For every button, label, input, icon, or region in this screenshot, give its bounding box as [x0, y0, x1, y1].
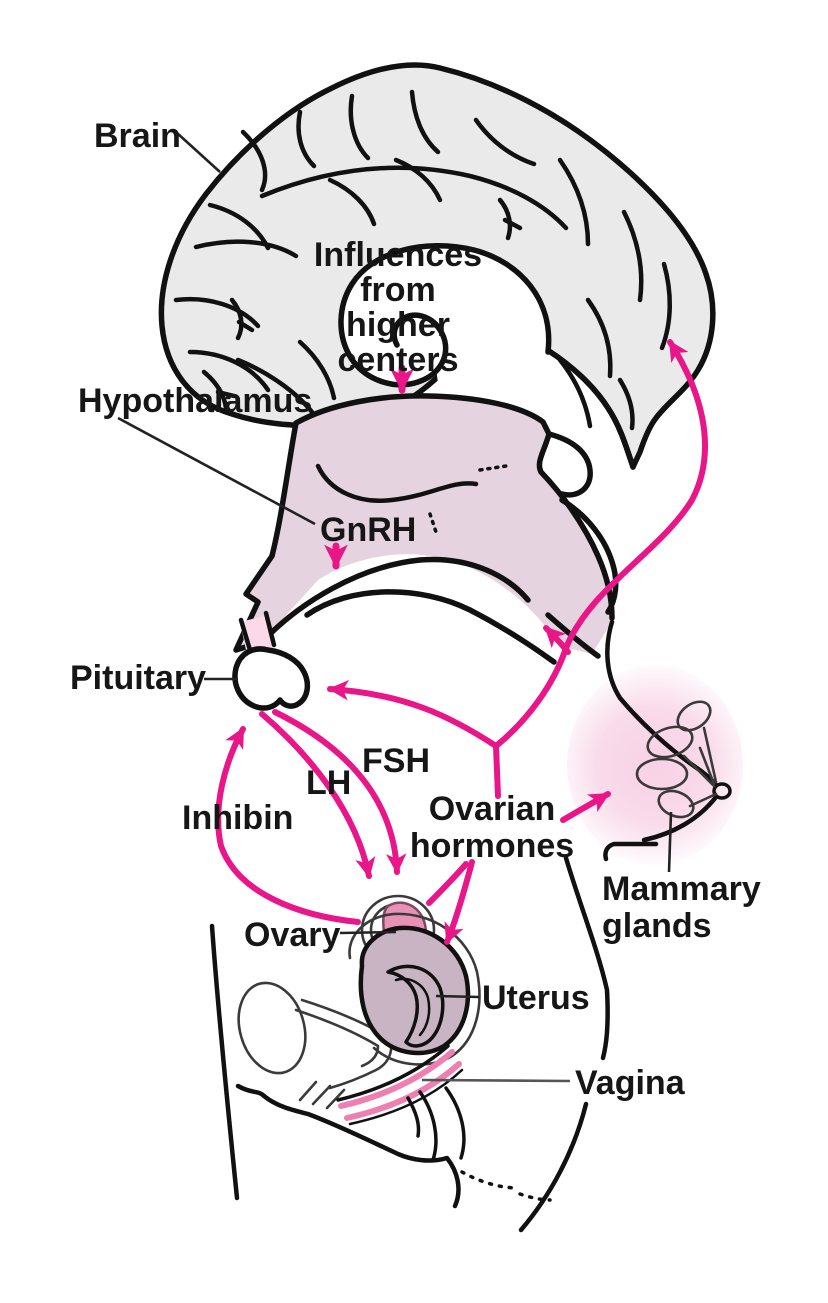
brain-leader [176, 132, 221, 173]
uterus-label: Uterus [482, 979, 590, 1017]
mammary-lobules [635, 700, 718, 819]
lh-arrow [259, 711, 376, 879]
bladder-fold-sketch [294, 998, 393, 1090]
inhibin-arrow [215, 726, 361, 925]
mammary-glands-line-1: Mammary [602, 870, 761, 908]
ovarian-to-mammary-arrow [560, 791, 611, 823]
uterus-cavity-inner-line [394, 977, 431, 1037]
pituitary-gland [232, 646, 311, 711]
pituitary-label: Pituitary [70, 659, 206, 697]
breast-lower-contour [641, 794, 719, 843]
ovarian-to-hypothalamus-arrow [543, 625, 571, 655]
belly-contour [563, 855, 610, 1061]
hypothalamus-left-jag [233, 553, 275, 653]
gnrh-label: GnRH [320, 511, 416, 549]
ovarian-trunk [493, 743, 501, 799]
ovarian-to-brain-arrow [493, 339, 708, 749]
influences-line-1: Influences [314, 236, 482, 274]
influences-line-2: from [360, 271, 436, 309]
fsh-arrow [272, 709, 407, 875]
pelvic-figure [209, 894, 589, 1233]
chest-bracket [603, 841, 659, 862]
nipple-icon [712, 782, 732, 800]
ovarian-to-pituitary-arrow [327, 680, 499, 749]
hypothalamus-illustration [232, 393, 619, 711]
hypothalamus-outline-top [269, 393, 615, 621]
perineum-contour [235, 1083, 461, 1209]
mammary-glands-line-2: glands [602, 907, 712, 945]
hypothalamus-bottom-edge [259, 556, 531, 645]
uterus-leader [435, 994, 480, 999]
uterus-outer-sketch [348, 912, 481, 1066]
text-labels: Brain Influences from higher centers Hyp… [70, 117, 761, 1102]
hormone-arrows [215, 339, 708, 945]
stipple-dots [460, 1170, 552, 1202]
ovary-leader [339, 930, 397, 935]
hypothalamus-leader [117, 416, 316, 526]
mammary-leader [667, 811, 673, 873]
brain-label: Brain [94, 117, 181, 155]
brain-sulci [173, 89, 672, 431]
ovarian-to-uterus-arrow [444, 859, 475, 945]
right-lower-curve [559, 497, 619, 615]
ovarian-hormones-line-2: hormones [410, 827, 574, 865]
brain-underside-stroke [546, 348, 636, 470]
sella-sketch-curve [304, 589, 557, 665]
hypothalamus-inner-curve [315, 463, 479, 503]
leader-lines [117, 132, 673, 1083]
mammary-figure [563, 619, 743, 1061]
ovary-label: Ovary [244, 916, 340, 954]
brain-notch-outline [338, 243, 552, 388]
hypothalamus-label: Hypothalamus [78, 382, 312, 420]
labia-folds [406, 1086, 466, 1162]
inhibin-label: Inhibin [182, 799, 293, 837]
ovarian-to-ovary-stroke [426, 861, 469, 906]
right-hook-curve [546, 431, 593, 498]
fsh-label: FSH [362, 742, 430, 780]
ovarian-hormones-line-1: Ovarian [429, 790, 556, 828]
lh-label: LH [306, 764, 351, 802]
vagina-leader [421, 1078, 571, 1083]
influences-line-3: higher [346, 306, 450, 344]
pituitary-stalk-strokes [238, 610, 277, 653]
body-left-contour [209, 923, 240, 1201]
influences-line-4: centers [338, 341, 459, 379]
vagina-label: Vagina [575, 1064, 686, 1102]
vagina-canal [336, 1044, 464, 1126]
breast-back-contour [605, 619, 719, 788]
hypothalamus-inner-dots [428, 464, 508, 534]
urethra-hatches [298, 1080, 346, 1110]
uterus-cavity [386, 964, 445, 1048]
buttock-contour [518, 1101, 589, 1233]
pubic-bone-sketch [237, 981, 307, 1075]
